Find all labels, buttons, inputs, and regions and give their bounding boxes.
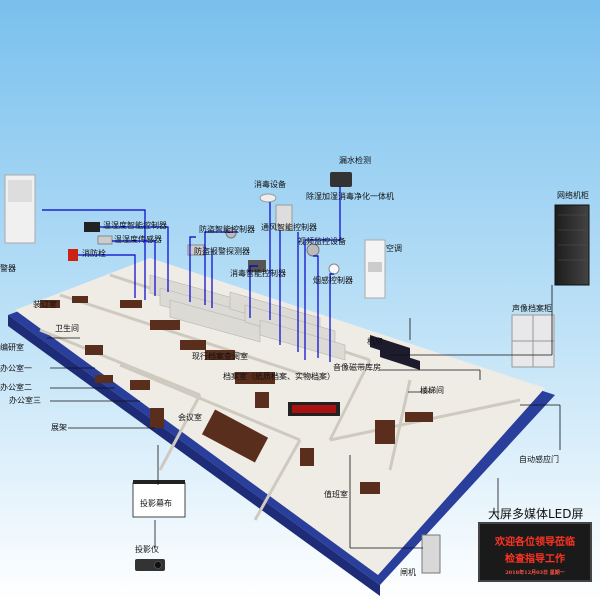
label-disinfection-equipment: 消毒设备 xyxy=(254,180,286,189)
label-led-screen: 大屏多媒体LED屏 xyxy=(488,507,584,521)
label-disinfection-controller: 消毒智能控制器 xyxy=(230,269,286,278)
label-office-2: 办公室二 xyxy=(0,383,32,392)
label-network-cabinet: 网络机柜 xyxy=(557,191,589,200)
label-auto-door: 自动感应门 xyxy=(519,455,559,464)
temp-humidity-controller-icon xyxy=(84,222,100,232)
led-line-1: 欢迎各位领导莅临 xyxy=(495,537,575,548)
floor-surface xyxy=(15,258,545,575)
label-smoke-detector: 烟感控制器 xyxy=(313,276,353,285)
wall-led-text xyxy=(292,405,336,413)
label-anti-theft-detector: 防盗报警探测器 xyxy=(194,247,250,256)
label-anti-theft-controller: 防盗智能控制器 xyxy=(199,225,255,234)
label-ventilation-controller: 通风智能控制器 xyxy=(261,223,317,232)
label-meeting-room: 会议室 xyxy=(178,413,202,422)
floor-base-edge xyxy=(8,315,380,596)
label-projector: 投影仪 xyxy=(135,545,159,554)
temp-humidity-sensor-icon xyxy=(97,235,113,245)
led-line-2: 检查指导工作 xyxy=(505,554,565,565)
label-office-1: 办公室一 xyxy=(0,364,32,373)
label-temp-humidity-sensor: 温湿度传感器 xyxy=(114,235,162,244)
label-projection-screen: 投影幕布 xyxy=(140,499,172,508)
projection-screen xyxy=(132,482,186,518)
label-video-monitoring: 视频监控设备 xyxy=(298,237,346,246)
label-duty-room: 值班室 xyxy=(324,490,348,499)
disinfection-equipment-icon xyxy=(259,193,277,203)
label-research-room: 编研室 xyxy=(0,343,24,352)
furniture xyxy=(40,296,433,494)
gate-turnstile-icon xyxy=(421,534,441,574)
server-racks xyxy=(370,335,420,370)
label-gate: 闸机 xyxy=(400,568,416,577)
label-dehumidify-purifier: 除湿加湿消毒净化一体机 xyxy=(306,192,394,201)
label-leak-detection: 漏水检测 xyxy=(339,156,371,165)
label-air-conditioner: 空调 xyxy=(386,244,402,253)
label-sound-archive-cabinet: 声像档案柜 xyxy=(512,304,552,313)
smoke-detector-icon xyxy=(328,263,340,275)
led-display: 欢迎各位领导莅临 检查指导工作 2018年12月03日 星期一 xyxy=(478,522,592,582)
label-audio-video-room: 音像磁带库房 xyxy=(333,363,381,372)
led-line-3: 2018年12月03日 星期一 xyxy=(505,570,565,576)
label-temp-humidity-controller: 温湿度智能控制器 xyxy=(103,221,167,230)
label-alarm: 警器 xyxy=(0,264,16,273)
fire-hydrant-icon xyxy=(68,249,78,261)
label-office-3: 办公室三 xyxy=(9,396,41,405)
leak-detector-icon xyxy=(330,172,352,187)
label-fire-hydrant: 消防栓 xyxy=(82,249,106,258)
purifier-icon xyxy=(275,204,293,231)
label-storage-room: 现行档案查阅室 xyxy=(192,352,248,361)
label-physical-archive: 档案室（纸质档案、实物档案） xyxy=(223,372,335,381)
label-display-rack: 展架 xyxy=(51,423,67,432)
anti-theft-controller-icon xyxy=(225,227,237,239)
label-binding-room: 装订室 xyxy=(33,300,57,309)
label-bathroom: 卫生间 xyxy=(55,324,79,333)
label-server-room: 机房 xyxy=(367,337,383,346)
anti-theft-detector-icon xyxy=(187,244,205,256)
wiring xyxy=(42,186,341,362)
leader-lines xyxy=(47,285,561,549)
label-stairwell: 楼梯间 xyxy=(420,386,444,395)
